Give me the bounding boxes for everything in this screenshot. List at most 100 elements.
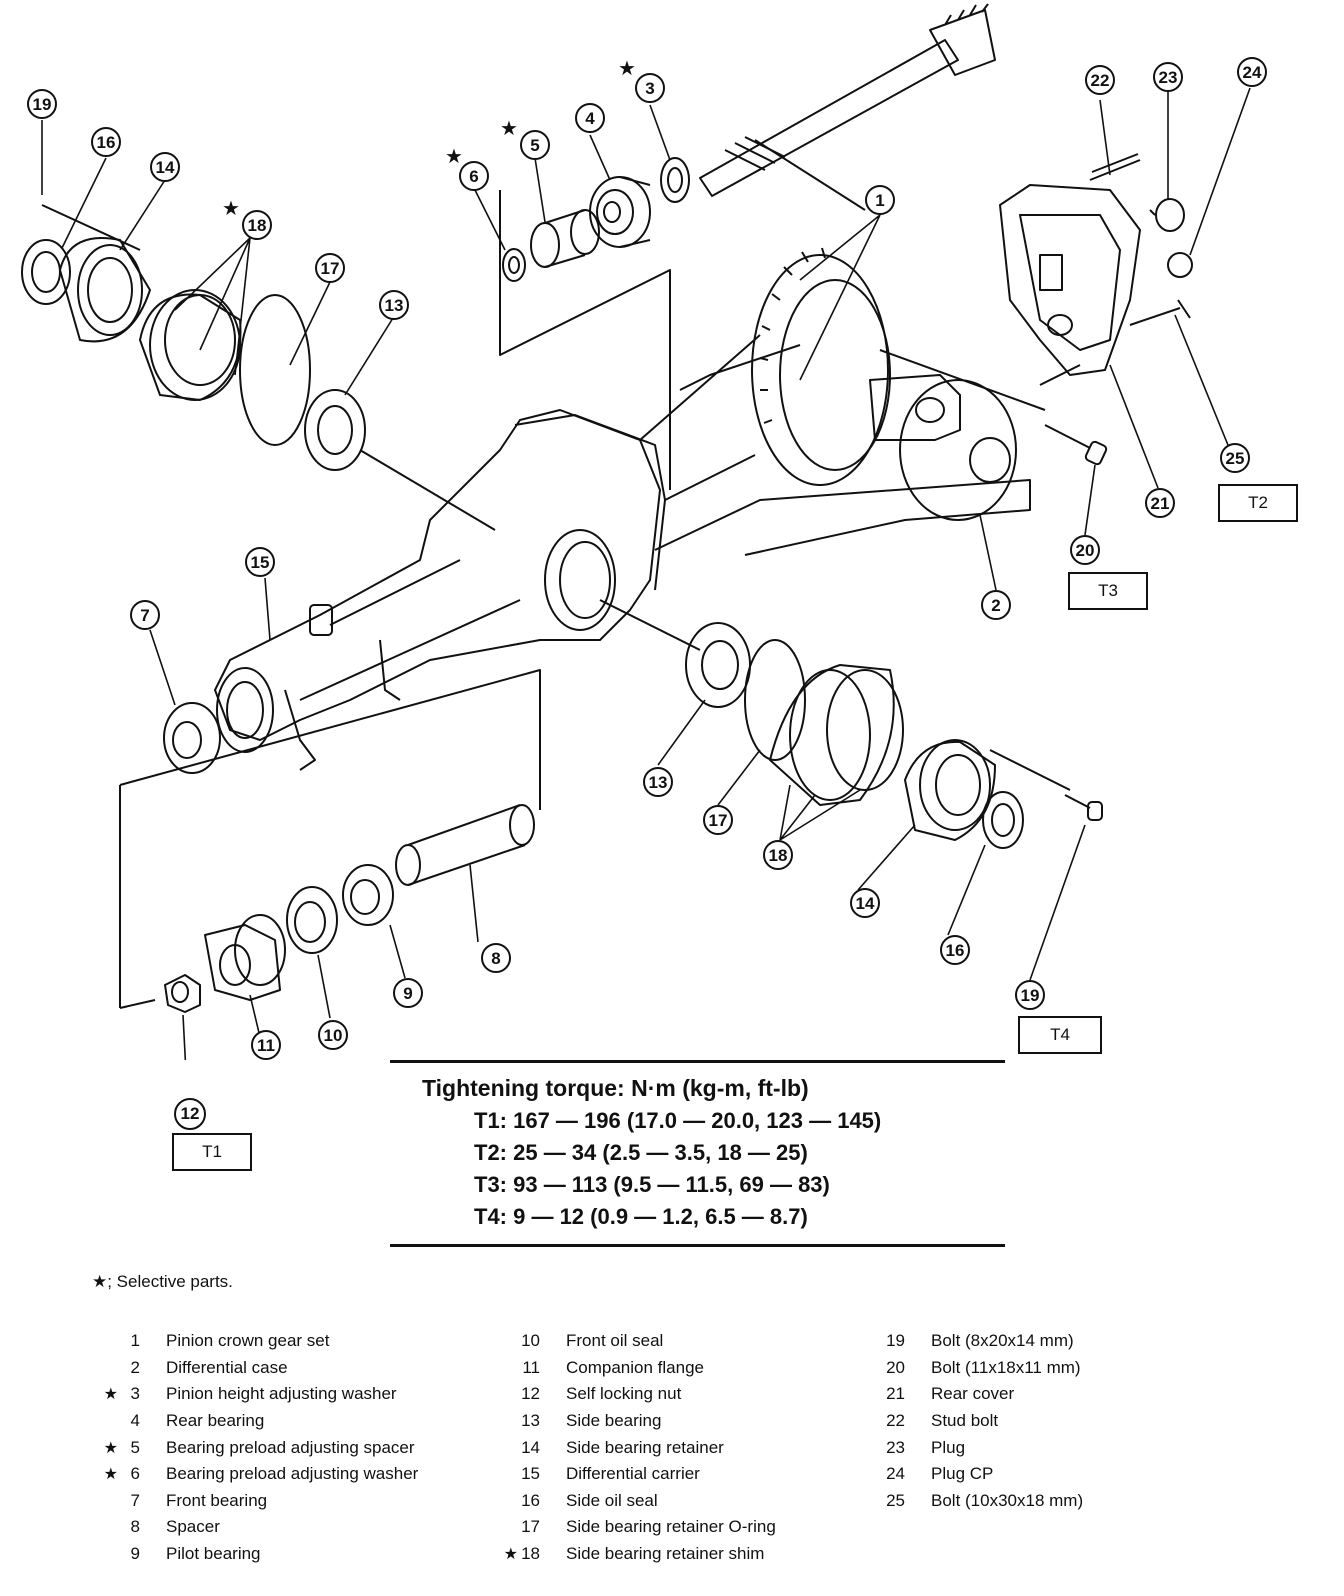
torque-box-t3: T3 bbox=[1068, 572, 1148, 610]
part-name: Side bearing retainer O-ring bbox=[566, 1517, 776, 1537]
torque-box-t1: T1 bbox=[172, 1133, 252, 1171]
callout-22: 22 bbox=[1085, 65, 1115, 95]
torque-row-t3: T3: 93 — 113 (9.5 — 11.5, 69 — 83) bbox=[474, 1172, 830, 1197]
parts-list-item: 22 Stud bolt bbox=[865, 1408, 1083, 1435]
part-number: 18 bbox=[521, 1544, 540, 1564]
spacer-5-part bbox=[530, 209, 600, 268]
part-number: 14 bbox=[521, 1437, 540, 1457]
bolt-20-part bbox=[1044, 424, 1108, 466]
part-number: 22 bbox=[886, 1411, 905, 1431]
svg-text:16: 16 bbox=[97, 133, 116, 152]
svg-text:13: 13 bbox=[385, 296, 404, 315]
torque-row-t2: T2: 25 — 34 (2.5 — 3.5, 18 — 25) bbox=[474, 1140, 808, 1165]
part-number: 11 bbox=[522, 1357, 540, 1377]
right-o-ring bbox=[744, 639, 806, 761]
part-name: Self locking nut bbox=[566, 1384, 682, 1404]
part-number: 3 bbox=[130, 1384, 140, 1404]
callout-24: 24 bbox=[1237, 57, 1267, 87]
self-locking-nut-part bbox=[164, 974, 201, 1013]
svg-text:17: 17 bbox=[321, 259, 340, 278]
callout-25: 25 bbox=[1220, 443, 1250, 473]
callout-13-bottom: 13 bbox=[643, 767, 673, 797]
part-name: Stud bolt bbox=[931, 1411, 999, 1431]
part-name: Bearing preload adjusting washer bbox=[166, 1464, 419, 1484]
selective-star: ★ bbox=[618, 56, 636, 80]
svg-text:14: 14 bbox=[856, 894, 875, 913]
washer-6-part bbox=[502, 248, 526, 282]
part-name: Side bearing bbox=[566, 1411, 662, 1431]
rear-cover-part bbox=[999, 184, 1141, 376]
callout-16-bottom: 16 bbox=[940, 935, 970, 965]
part-name: Pinion crown gear set bbox=[166, 1331, 330, 1351]
left-o-ring bbox=[239, 294, 311, 446]
part-name: Companion flange bbox=[566, 1357, 704, 1377]
callout-9: 9 bbox=[393, 978, 423, 1008]
left-side-oil-seal bbox=[21, 239, 71, 305]
svg-text:8: 8 bbox=[491, 949, 500, 968]
svg-text:3: 3 bbox=[645, 79, 654, 98]
svg-text:7: 7 bbox=[140, 606, 149, 625]
part-name: Side bearing retainer bbox=[566, 1437, 724, 1457]
svg-text:4: 4 bbox=[585, 109, 595, 128]
svg-text:19: 19 bbox=[33, 95, 52, 114]
parts-list-item: 1 Pinion crown gear set bbox=[100, 1328, 418, 1355]
rear-bearing-part bbox=[589, 176, 651, 248]
differential-case-part bbox=[869, 374, 1017, 521]
left-side-bearing-retainer bbox=[59, 237, 151, 343]
svg-text:11: 11 bbox=[257, 1036, 275, 1055]
plug-23-part bbox=[1155, 198, 1185, 232]
callout-10: 10 bbox=[318, 1020, 348, 1050]
part-number: 17 bbox=[521, 1517, 540, 1537]
part-number: 5 bbox=[130, 1437, 140, 1457]
svg-text:18: 18 bbox=[769, 846, 788, 865]
spacer-8-part bbox=[395, 804, 535, 886]
svg-text:10: 10 bbox=[324, 1026, 343, 1045]
part-number: 13 bbox=[521, 1411, 540, 1431]
exploded-differential-diagram: 19 16 14 18 ★ 17 13 6 ★ 5 ★ 4 3 ★ 1 22 2… bbox=[21, 3, 1267, 1060]
svg-text:19: 19 bbox=[1021, 986, 1040, 1005]
part-name: Spacer bbox=[166, 1517, 220, 1537]
part-name: Front bearing bbox=[166, 1490, 268, 1510]
svg-text:24: 24 bbox=[1243, 63, 1262, 82]
svg-text:23: 23 bbox=[1159, 68, 1178, 87]
parts-list-item: ★ 3 Pinion height adjusting washer bbox=[100, 1381, 418, 1408]
svg-text:2: 2 bbox=[991, 596, 1000, 615]
right-side-bearing bbox=[685, 622, 751, 708]
stud-bolt-part bbox=[1089, 153, 1141, 181]
selective-parts-note: ★; Selective parts. bbox=[92, 1272, 233, 1291]
torque-top-rule bbox=[390, 1060, 1005, 1063]
svg-text:25: 25 bbox=[1226, 449, 1245, 468]
callout-16-top: 16 bbox=[91, 127, 121, 157]
part-number: 2 bbox=[130, 1357, 140, 1377]
svg-text:5: 5 bbox=[530, 136, 539, 155]
part-name: Side bearing retainer shim bbox=[566, 1544, 765, 1564]
part-number: 15 bbox=[521, 1464, 540, 1484]
callout-3: 3 ★ bbox=[618, 56, 665, 103]
part-selective-star: ★ bbox=[503, 1546, 518, 1564]
crown-gear-part bbox=[751, 247, 891, 486]
plug-cp-part bbox=[1167, 252, 1193, 278]
callout-23: 23 bbox=[1153, 62, 1183, 92]
right-side-oil-seal bbox=[982, 791, 1024, 849]
callout-5: 5 ★ bbox=[500, 116, 550, 160]
parts-list-item: ★18 Side bearing retainer shim bbox=[500, 1541, 776, 1568]
torque-bottom-rule bbox=[390, 1244, 1005, 1247]
part-name: Front oil seal bbox=[566, 1331, 664, 1351]
callout-14-bottom: 14 bbox=[850, 888, 880, 918]
callout-6: 6 ★ bbox=[445, 144, 489, 191]
part-number: 1 bbox=[130, 1331, 140, 1351]
part-name: Plug bbox=[931, 1437, 966, 1457]
part-selective-star: ★ bbox=[103, 1386, 118, 1404]
callout-20: 20 bbox=[1070, 535, 1100, 565]
selective-star: ★ bbox=[445, 144, 463, 168]
part-name: Pinion height adjusting washer bbox=[166, 1384, 397, 1404]
callout-11: 11 bbox=[251, 1030, 281, 1060]
callout-12-label: 12 bbox=[180, 1104, 200, 1123]
